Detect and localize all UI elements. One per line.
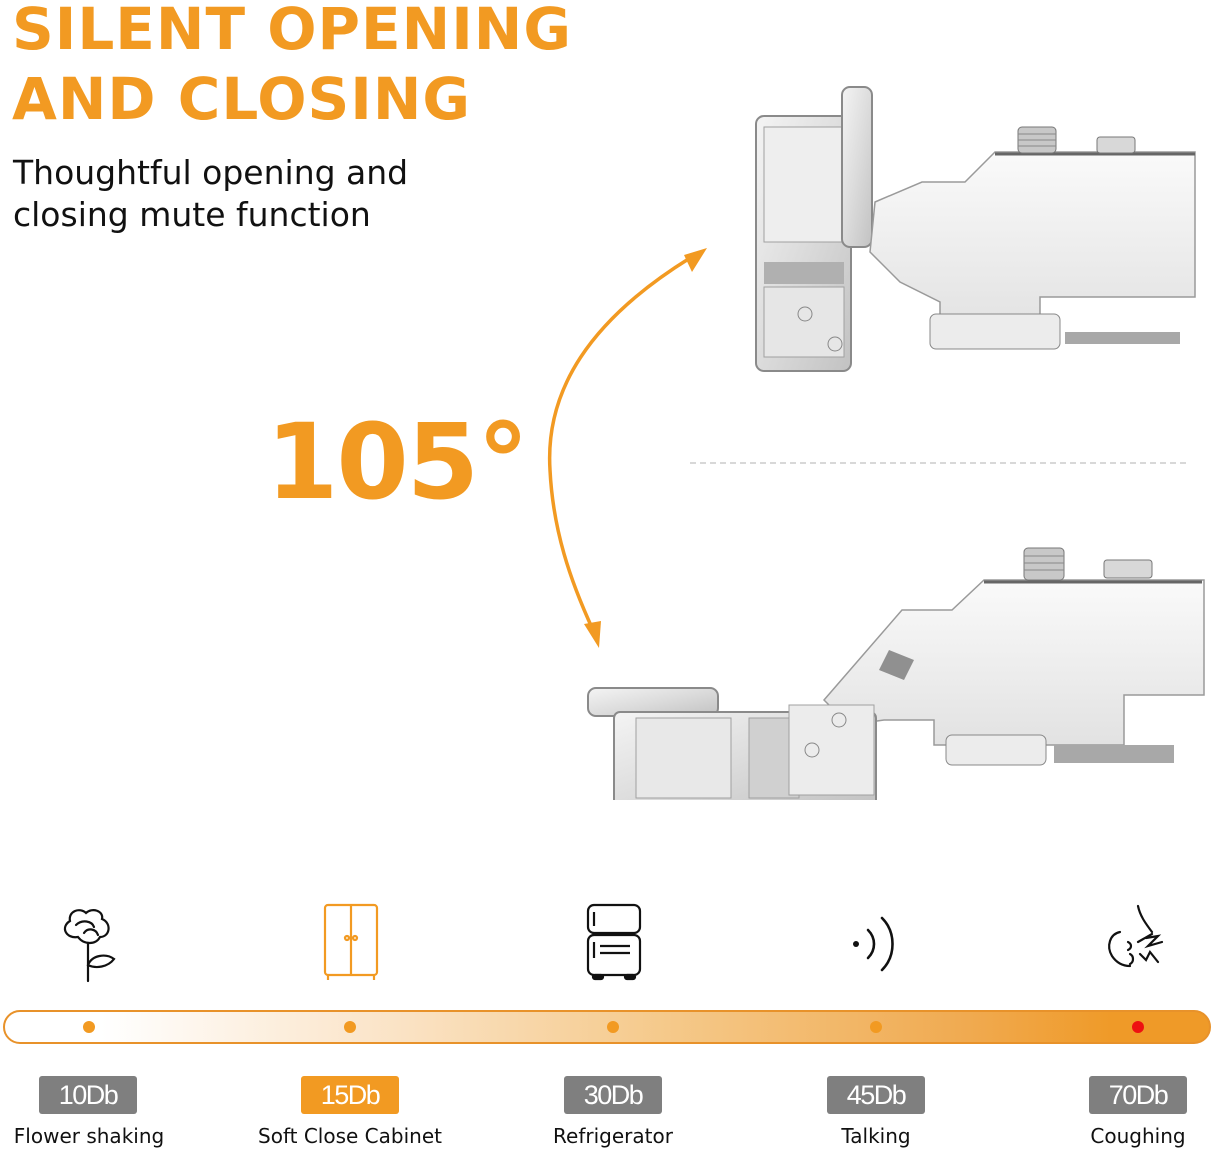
- subtitle-line-1: Thoughtful opening and: [13, 153, 409, 192]
- divider-dashed-line: [690, 462, 1186, 464]
- subtitle: Thoughtful opening and closing mute func…: [13, 152, 408, 236]
- subtitle-line-2: closing mute function: [13, 195, 371, 234]
- page-title: SILENT OPENING AND CLOSING: [12, 0, 572, 134]
- label-coughing: Coughing: [1090, 1124, 1186, 1148]
- cabinet-icon: [323, 903, 379, 980]
- coughing-icon: [1108, 904, 1164, 968]
- db-badge-coughing: 70Db: [1089, 1076, 1187, 1114]
- label-cabinet: Soft Close Cabinet: [258, 1124, 442, 1148]
- level-dot-refrigerator: [607, 1021, 619, 1033]
- label-flower: Flower shaking: [13, 1124, 165, 1148]
- curved-double-arrow-icon: [547, 248, 707, 648]
- title-line-1: SILENT OPENING: [12, 0, 572, 63]
- refrigerator-icon: [586, 903, 642, 981]
- db-badge-cabinet: 15Db: [301, 1076, 399, 1114]
- hinge-open-icon: [755, 86, 1196, 372]
- db-badge-refrigerator: 30Db: [564, 1076, 662, 1114]
- flower-icon: [63, 909, 116, 983]
- level-dot-coughing: [1132, 1021, 1144, 1033]
- sound-waves-icon: [853, 916, 894, 972]
- label-talking: Talking: [841, 1124, 911, 1148]
- hinge-closed-icon: [587, 547, 1205, 800]
- db-badge-talking: 45Db: [827, 1076, 925, 1114]
- angle-label: 105°: [266, 401, 529, 523]
- level-dot-flower: [83, 1021, 95, 1033]
- level-dot-talking: [870, 1021, 882, 1033]
- level-dot-cabinet: [344, 1021, 356, 1033]
- label-refrigerator: Refrigerator: [553, 1124, 673, 1148]
- title-line-2: AND CLOSING: [12, 65, 472, 133]
- db-badge-flower: 10Db: [39, 1076, 137, 1114]
